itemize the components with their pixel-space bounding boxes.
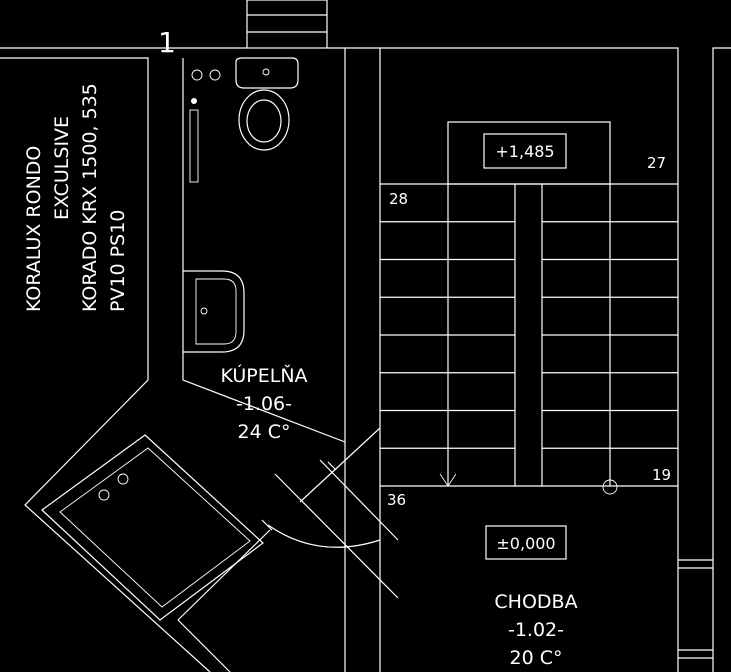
- step-number-19: 19: [652, 466, 671, 484]
- sheet-number: 1: [158, 26, 176, 59]
- landing-level-tag: +1,485: [483, 133, 567, 169]
- bathroom-name: KÚPELŇA: [220, 363, 307, 387]
- corridor-temperature: 20 C°: [510, 647, 563, 669]
- walls: [0, 47, 731, 672]
- corridor-name: CHODBA: [494, 591, 577, 613]
- radiator-note-line-4: PV10 PS10: [107, 210, 129, 312]
- radiator-note: KORALUX RONDO EXCULSIVE KORADO KRX 1500,…: [23, 83, 129, 312]
- bathroom-door: [261, 427, 399, 672]
- bathtub-icon: [41, 434, 264, 621]
- corridor-number: -1.02-: [508, 619, 564, 641]
- toilet-icon: [189, 57, 299, 183]
- floor-level-tag: ±0,000: [485, 525, 567, 560]
- staircase: [380, 121, 678, 495]
- radiator-note-line-1: KORALUX RONDO: [23, 146, 45, 312]
- step-number-28: 28: [389, 190, 408, 208]
- washbasin-icon: [183, 270, 245, 353]
- corridor-label: CHODBA -1.02- 20 C°: [494, 591, 577, 669]
- right-edge-marks: [678, 559, 713, 659]
- radiator-note-line-3: KORADO KRX 1500, 535: [79, 83, 101, 312]
- radiator-note-line-2: EXCULSIVE: [51, 116, 73, 220]
- step-number-27: 27: [647, 154, 666, 172]
- floor-level: ±0,000: [496, 534, 555, 553]
- top-window: [246, 0, 328, 49]
- step-number-36: 36: [387, 491, 406, 509]
- bathroom-number: -1.06-: [236, 393, 292, 415]
- bathroom-label: KÚPELŇA -1.06- 24 C°: [220, 363, 307, 443]
- bathroom-temperature: 24 C°: [238, 421, 291, 443]
- landing-level: +1,485: [495, 142, 554, 161]
